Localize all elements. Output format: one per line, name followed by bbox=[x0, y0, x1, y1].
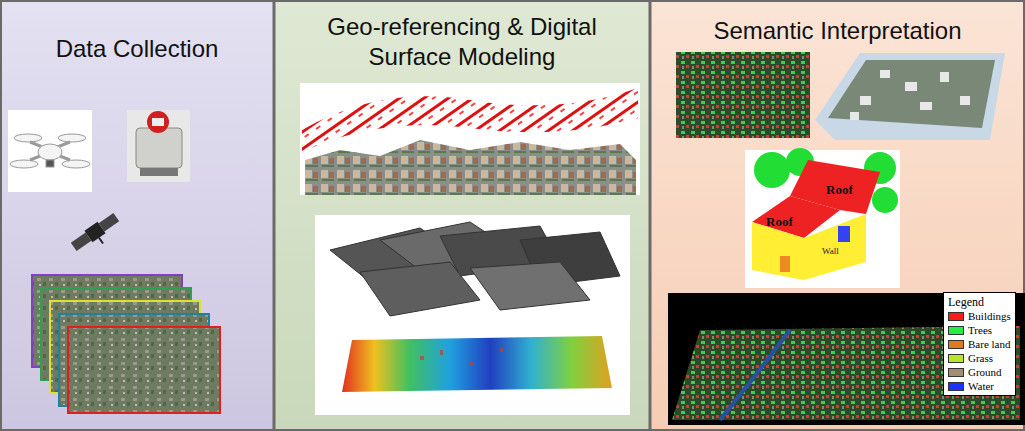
stage-panel: Data Collection bbox=[0, 0, 274, 431]
legend-swatch bbox=[948, 354, 964, 363]
roof-label: Roof bbox=[826, 182, 853, 198]
legend-title: Legend bbox=[948, 295, 1011, 309]
stage-title: Data Collection bbox=[12, 34, 262, 64]
legend-row: Grass bbox=[948, 351, 1011, 365]
legend-swatch bbox=[948, 382, 964, 391]
legend-text: Grass bbox=[968, 351, 993, 365]
stage-panel: Geo-referencing & Digital Surface Modeli… bbox=[274, 0, 650, 431]
stage-title: Geo-referencing & Digital Surface Modeli… bbox=[297, 12, 627, 72]
legend-swatch bbox=[948, 312, 964, 321]
stage-title: Semantic Interpretation bbox=[663, 16, 1013, 46]
legend-swatch bbox=[948, 340, 964, 349]
legend-row: Ground bbox=[948, 365, 1011, 379]
legend-row: Water bbox=[948, 379, 1011, 393]
roof-label: Roof bbox=[766, 214, 793, 230]
wall-label: Wall bbox=[822, 246, 839, 256]
legend-text: Water bbox=[968, 379, 994, 393]
legend-row: Buildings bbox=[948, 309, 1011, 323]
legend-text: Bare land bbox=[968, 337, 1010, 351]
legend-row: Bare land bbox=[948, 337, 1011, 351]
legend-text: Ground bbox=[968, 365, 1002, 379]
legend-box: LegendBuildingsTreesBare landGrassGround… bbox=[943, 292, 1016, 396]
legend-swatch bbox=[948, 326, 964, 335]
legend-swatch bbox=[948, 368, 964, 377]
legend-text: Trees bbox=[968, 323, 992, 337]
legend-row: Trees bbox=[948, 323, 1011, 337]
legend-text: Buildings bbox=[968, 309, 1011, 323]
